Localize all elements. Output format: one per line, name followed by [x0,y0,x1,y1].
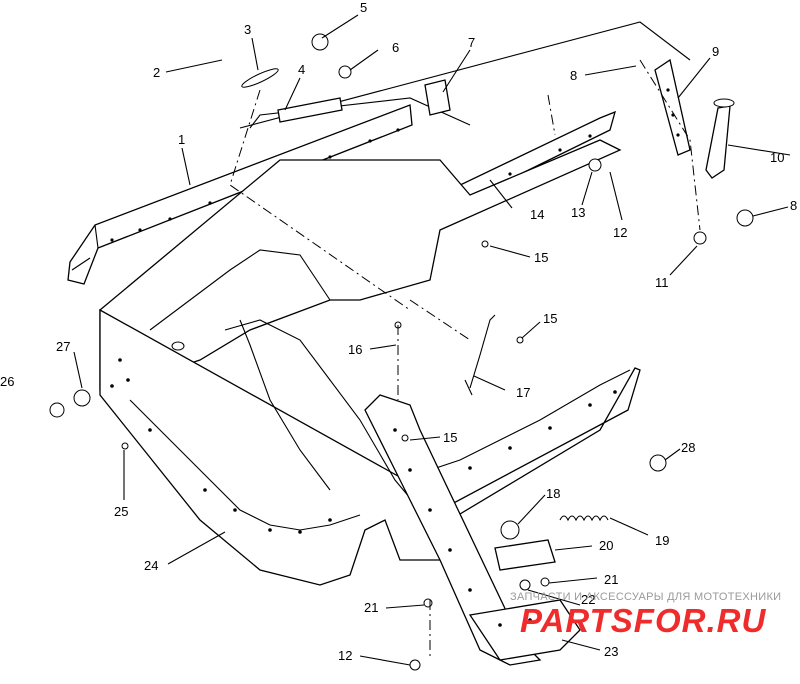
callout-14: 14 [530,207,544,222]
callout-21-left: 21 [364,600,378,615]
callout-5: 5 [360,0,367,15]
leader-lines [73,14,791,666]
callout-3: 3 [244,22,251,37]
callout-28: 28 [681,440,695,455]
callout-17: 17 [516,385,530,400]
callout-4: 4 [298,62,305,77]
callout-13: 13 [571,205,585,220]
part-19-spring [559,515,609,522]
callout-6: 6 [392,40,399,55]
callout-2: 2 [153,65,160,80]
callout-22: 22 [581,592,595,607]
callout-24: 24 [144,558,158,573]
callout-15-upper: 15 [534,250,548,265]
callout-15-mid: 15 [543,311,557,326]
assembly-lines [229,59,701,660]
part-10-handle [705,98,735,179]
watermark-brand: PARTSFOR.RU [520,602,766,639]
part-17-strap [464,314,496,396]
callout-12-lower: 12 [338,648,352,663]
callout-25: 25 [114,504,128,519]
part-24-main-tub [99,139,641,586]
part-20-bracket [494,539,556,571]
callout-15-lower: 15 [443,430,457,445]
watermark: ЗАПЧАСТИ И АКСЕССУАРЫ ДЛЯ МОТОТЕХНИКИ PA… [510,591,781,639]
callout-9: 9 [712,44,719,59]
fasteners [49,33,754,671]
callout-7: 7 [468,35,475,50]
part-23-center-spine [364,394,581,666]
callout-23: 23 [604,644,618,659]
callout-12-upper: 12 [613,225,627,240]
callout-21-right: 21 [604,572,618,587]
callout-8-right: 8 [790,198,797,213]
callout-27: 27 [56,339,70,354]
watermark-tagline: ЗАПЧАСТИ И АКСЕССУАРЫ ДЛЯ МОТОТЕХНИКИ [510,591,781,603]
callout-10: 10 [770,150,784,165]
callout-8-upper: 8 [570,68,577,83]
callout-16: 16 [348,342,362,357]
callout-11: 11 [655,275,669,290]
callout-18: 18 [546,486,560,501]
callout-19: 19 [655,533,669,548]
callout-1: 1 [178,132,185,147]
callout-20: 20 [599,538,613,553]
part-9-bracket [654,58,691,156]
callout-26: 26 [0,374,14,389]
callouts: 5 3 7 2 6 9 4 8 1 10 8 14 13 12 15 11 15… [0,0,797,663]
